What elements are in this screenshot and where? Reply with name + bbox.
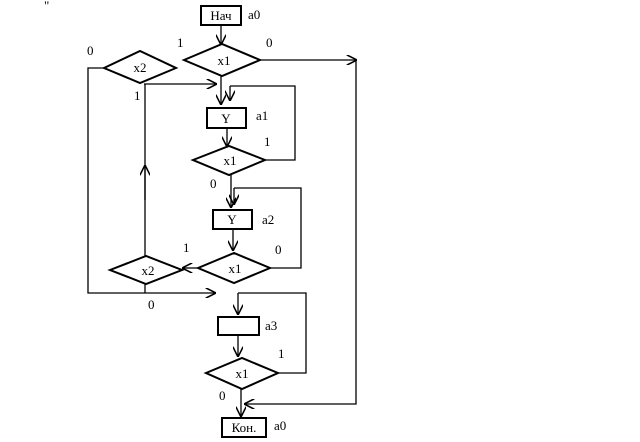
decision-x1-b (195, 251, 273, 285)
decision-x1-c-label: x1 (236, 366, 249, 381)
stray-mark: " (44, 0, 49, 13)
label-x1-top-0: 0 (266, 35, 273, 50)
operator-y-a2 (212, 209, 253, 230)
label-x1-c-1: 1 (278, 346, 285, 361)
edge-x2-top-0 (87, 67, 215, 293)
edge-x1c-1-loop (238, 292, 307, 374)
decision-x1-a (190, 144, 268, 177)
label-x2-top-0: 0 (87, 43, 94, 58)
operator-y-a1-state: a1 (256, 108, 268, 123)
operator-y-a2-label: Y (227, 212, 237, 227)
label-x1-b-0: 0 (275, 242, 282, 257)
decision-x1-b-label: x1 (229, 261, 242, 276)
decision-x1-a-label: x1 (224, 153, 237, 168)
decision-x1-c (203, 356, 281, 391)
edge-x1b-0-loop (234, 187, 302, 269)
end-label: Кон. (232, 420, 257, 435)
label-x1-b-1: 1 (183, 240, 190, 255)
edge-x1a-1-loop (230, 85, 296, 161)
label-x2-top-1: 1 (134, 88, 141, 103)
decision-x2-top (101, 49, 179, 85)
decision-x2-mid-label: x2 (142, 263, 155, 278)
label-x2-mid-0: 0 (148, 297, 155, 312)
decision-x1-top-label: x1 (218, 53, 231, 68)
decision-x1-top (181, 42, 263, 78)
operator-a3 (217, 316, 260, 336)
start-label: Нач (210, 8, 232, 23)
operator-y-a1 (206, 107, 247, 129)
decision-x2-top-label: x2 (134, 60, 147, 75)
label-x1-c-0: 0 (219, 388, 226, 403)
end-box (221, 417, 267, 438)
operator-a3-state: a3 (265, 318, 277, 333)
label-x1-top-1: 1 (177, 35, 184, 50)
end-state: a0 (274, 418, 286, 433)
operator-y-a2-state: a2 (262, 212, 274, 227)
label-x1-a-0: 0 (210, 176, 217, 191)
start-state: a0 (248, 7, 260, 22)
label-x1-a-1: 1 (264, 134, 271, 149)
operator-y-a1-label: Y (221, 111, 231, 126)
edge-right-return-to-end (245, 60, 357, 404)
decision-x2-mid (107, 254, 185, 286)
start-box (200, 5, 242, 26)
